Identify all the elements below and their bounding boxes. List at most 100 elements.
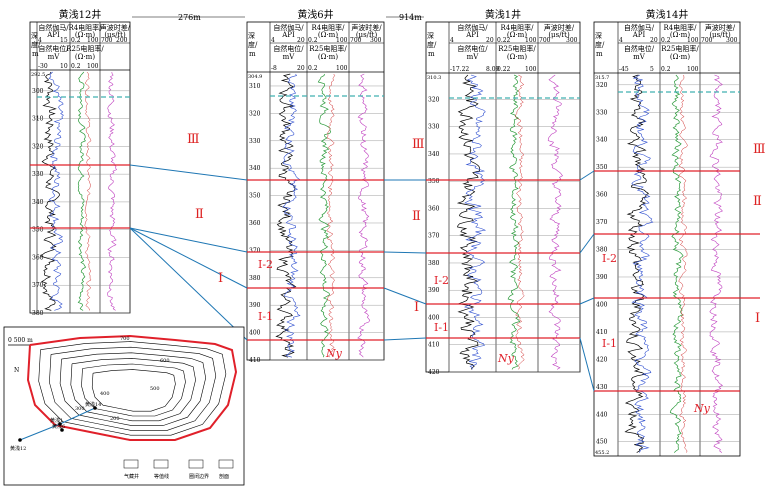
- depth-tick: 360: [32, 254, 44, 261]
- gr-label: 自然伽马/: [457, 23, 488, 32]
- depth-tick: 440: [596, 411, 608, 418]
- depth-tick: 320: [428, 96, 440, 103]
- correlation-lines: [30, 16, 760, 392]
- gr-min: 4: [450, 37, 454, 44]
- depth-tick: 410: [428, 342, 440, 349]
- depth-tick: 340: [249, 165, 261, 172]
- depth-header: 深: [31, 31, 38, 40]
- gr-min: 4: [271, 37, 275, 44]
- sp-min: -45: [619, 66, 629, 73]
- depth-header: m: [596, 50, 603, 58]
- r25-min: 0.2: [661, 66, 671, 73]
- depth-tick: 410: [596, 329, 608, 336]
- correlation-line: [579, 233, 595, 254]
- ac-label: 声波时差/: [100, 23, 131, 32]
- sp-max: 5: [650, 66, 654, 73]
- sp-max: 10: [60, 63, 68, 70]
- gr-curve: [275, 73, 297, 358]
- map-well-label: 黄浅1: [50, 417, 63, 424]
- well-frame: [593, 21, 741, 457]
- gr-unit: API: [46, 31, 60, 39]
- r4-label: R4电阻率/: [663, 23, 697, 32]
- depth-header: 度/: [427, 40, 437, 49]
- r25-label: R25电阻率/: [498, 44, 536, 53]
- depth-tick: 370: [596, 219, 608, 226]
- depth-tick: 370: [32, 282, 44, 289]
- ac-max: 300: [370, 37, 382, 44]
- depth-header: 度/: [595, 40, 605, 49]
- zone-III-gap1: Ⅲ: [187, 132, 200, 147]
- unit-label: Ⅰ-2: [602, 252, 617, 265]
- depth-tick: 310: [249, 83, 261, 90]
- r25-unit: (Ω·m): [318, 53, 338, 61]
- unit-label: Ny: [497, 352, 515, 365]
- depth-tick: 390: [249, 302, 261, 309]
- r4-label: R4电阻率/: [68, 23, 102, 32]
- r4-min: 0.2: [661, 37, 671, 44]
- ac-label: 声波时差/: [705, 23, 736, 32]
- well-title: 黄浅14井: [646, 8, 689, 21]
- r25-label: R25电阻率/: [661, 44, 699, 53]
- ac-max: 300: [566, 37, 578, 44]
- r25-label: R25电阻率/: [66, 44, 104, 53]
- resistivity-curve: [669, 74, 684, 453]
- gr-label: 自然伽马/: [624, 23, 655, 32]
- r25-max: 100: [687, 66, 699, 73]
- depth-tick: 390: [428, 287, 440, 294]
- ac-max: 300: [726, 37, 738, 44]
- contour-line: [49, 346, 217, 431]
- depth-tick: 330: [428, 124, 440, 131]
- sp-label: 自然电位/: [38, 44, 69, 53]
- gr-unit: API: [465, 31, 479, 39]
- zone-II-gap1: Ⅱ: [195, 207, 204, 222]
- resistivity-curve: [77, 71, 87, 311]
- sp-min: -8: [271, 65, 277, 72]
- top-depth: 292.5: [31, 72, 45, 78]
- depth-tick: 410: [249, 357, 261, 364]
- sp-max: 8.09: [486, 66, 500, 73]
- depth-tick: 310: [32, 116, 44, 123]
- zone-II-gap2: Ⅱ: [412, 209, 421, 224]
- correlation-line: [579, 337, 595, 392]
- top-depth: 304.9: [248, 74, 262, 80]
- sp-max: 20: [297, 65, 305, 72]
- map-well-label: 黄浅14: [85, 401, 101, 408]
- map-well-label: 黄浅12: [10, 445, 26, 452]
- ac-max: 200: [116, 37, 128, 44]
- depth-tick: 420: [596, 356, 608, 363]
- depth-tick: 360: [596, 192, 608, 199]
- sp-curve: [48, 71, 64, 311]
- r25-min: 0.22: [497, 66, 511, 73]
- depth-tick: 450: [596, 439, 608, 446]
- ac-label: 声波时差/: [351, 23, 382, 32]
- unit-label: Ⅰ-1: [434, 321, 449, 334]
- r25-max: 100: [525, 66, 537, 73]
- sp-unit: mV: [283, 53, 296, 61]
- depth-tick: 360: [428, 205, 440, 212]
- depth-tick: 370: [428, 233, 440, 240]
- location-map: 0 500 mN700600500400300200黄浅12黄浅1黄浅14黄浅6…: [3, 326, 245, 486]
- unit-label: Ny: [325, 347, 343, 360]
- depth-tick: 420: [428, 369, 440, 376]
- depth-tick: 380: [249, 275, 261, 282]
- map-well: [60, 428, 64, 432]
- r4-max: 100: [336, 37, 348, 44]
- contour-label: 300: [75, 406, 85, 412]
- contour-label: 600: [160, 358, 170, 364]
- unit-label: Ⅰ-1: [602, 337, 617, 350]
- acoustic-curve: [547, 74, 563, 370]
- r25-unit: (Ω·m): [507, 53, 527, 61]
- depth-tick: 380: [596, 247, 608, 254]
- well-title: 黄浅1井: [485, 8, 521, 21]
- r25-unit: (Ω·m): [75, 53, 95, 61]
- unit-label: Ⅰ-1: [258, 310, 273, 323]
- r25-curve: [84, 71, 92, 311]
- r4-unit: (Ω·m): [75, 31, 95, 39]
- unit-label: Ⅰ-2: [258, 258, 273, 271]
- contour-label: 200: [110, 416, 120, 422]
- legend-swatch: [153, 459, 169, 469]
- depth-header: m: [249, 50, 256, 58]
- depth-tick: 330: [32, 171, 44, 178]
